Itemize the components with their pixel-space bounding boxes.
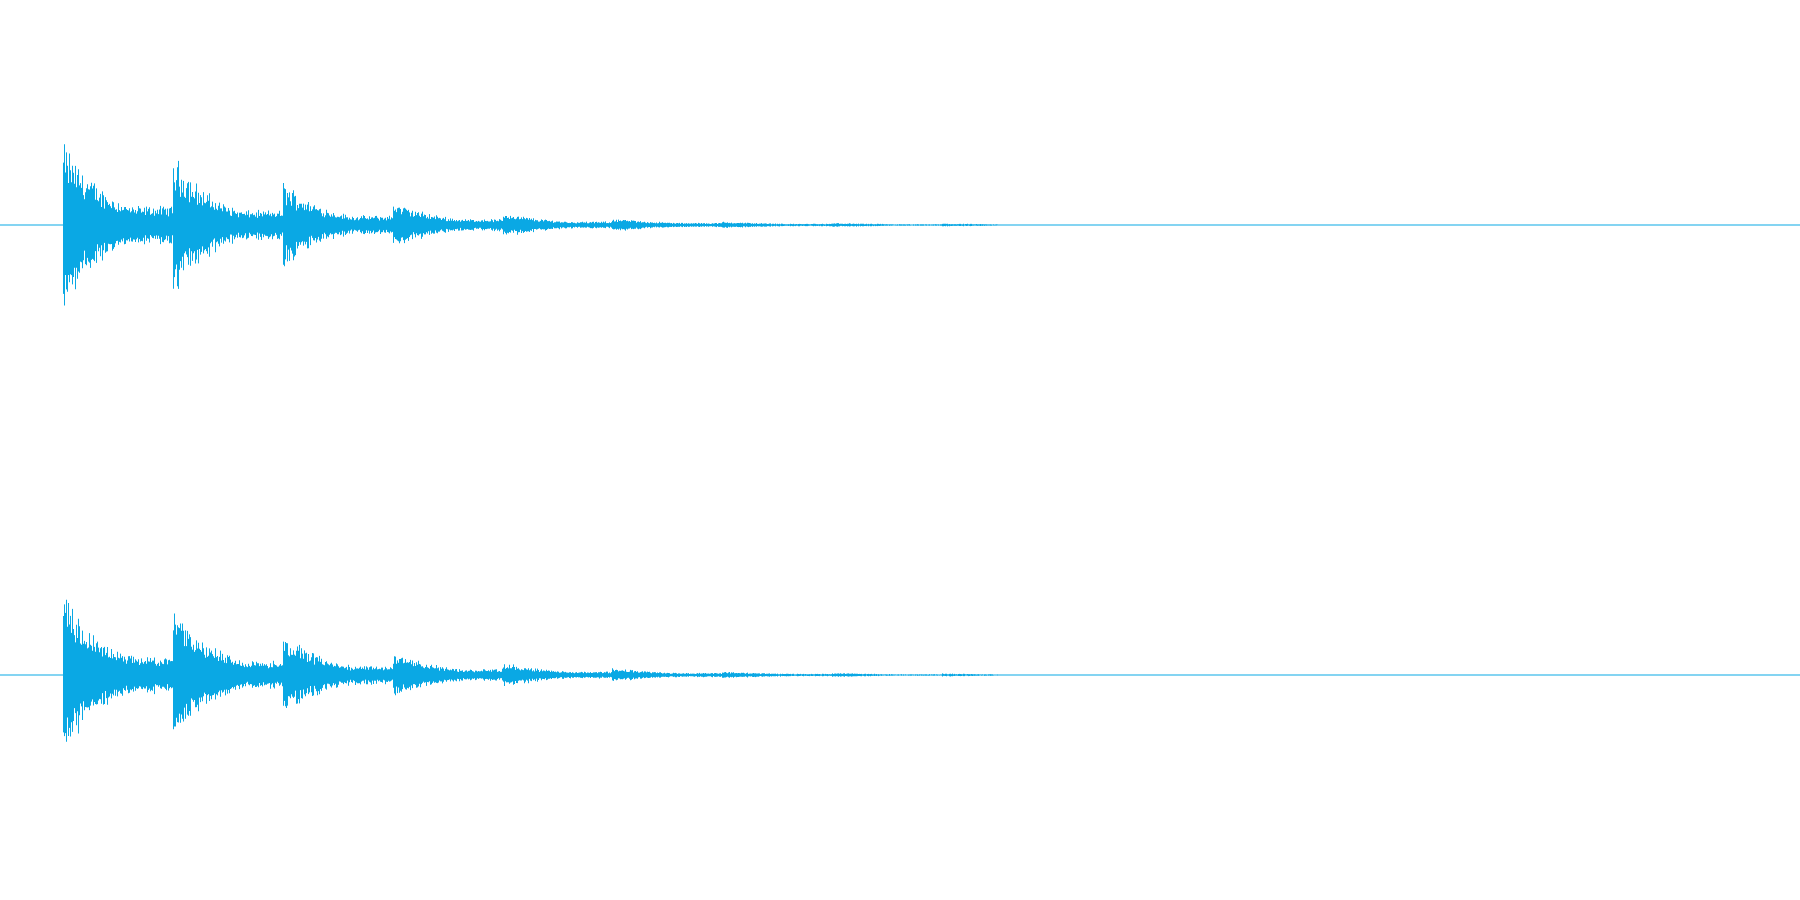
waveform-signal xyxy=(63,144,1019,306)
waveform-channel-2[interactable] xyxy=(0,450,1800,900)
waveform-signal xyxy=(63,599,1019,742)
waveform-channel-2-svg xyxy=(0,599,1800,742)
waveform-channel-1[interactable] xyxy=(0,0,1800,450)
waveform-channel-1-svg xyxy=(0,144,1800,306)
